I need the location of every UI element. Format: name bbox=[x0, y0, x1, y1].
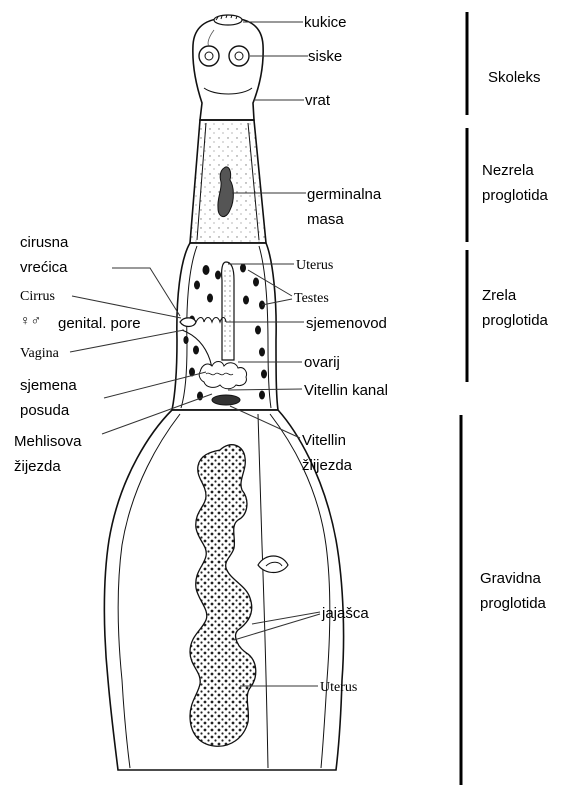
region-mature-2: proglotida bbox=[482, 312, 549, 329]
label-eggs: jajašca bbox=[321, 605, 369, 622]
label-cirrus: Cirrus bbox=[20, 289, 55, 304]
region-gravid-1: Gravidna bbox=[480, 570, 542, 587]
region-immature-1: Nezrela bbox=[482, 162, 534, 179]
label-genital-pore: genital. pore bbox=[58, 315, 141, 332]
region-bars bbox=[461, 12, 467, 785]
label-genital-symbols: ♀♂ bbox=[20, 314, 41, 329]
label-neck: vrat bbox=[305, 92, 331, 109]
label-suckers: siske bbox=[308, 48, 342, 65]
label-mehlis-gland-1: Mehlisova bbox=[14, 433, 82, 450]
region-labels: Skoleks Nezrela proglotida Zrela proglot… bbox=[480, 69, 549, 612]
label-vitelline-duct: Vitellin kanal bbox=[304, 382, 388, 399]
region-gravid-2: proglotida bbox=[480, 595, 547, 612]
label-uterus-upper: Uterus bbox=[296, 258, 333, 273]
region-immature-2: proglotida bbox=[482, 187, 549, 204]
uterus-tube bbox=[222, 262, 234, 360]
label-uterus-lower: Uterus bbox=[320, 680, 357, 695]
label-germinal-mass-2: masa bbox=[307, 211, 344, 228]
label-cirrus-sac-2: vrećica bbox=[20, 259, 68, 276]
label-mehlis-gland-2: žijezda bbox=[14, 458, 61, 475]
immature-proglottid bbox=[190, 120, 266, 243]
region-mature-1: Zrela bbox=[482, 287, 517, 304]
label-germinal-mass-1: germinalna bbox=[307, 186, 382, 203]
label-vitelline-gland-1: Vitellin bbox=[302, 432, 346, 449]
label-ovary: ovarij bbox=[304, 354, 340, 371]
label-hooks: kukice bbox=[304, 14, 347, 31]
label-cirrus-sac-1: cirusna bbox=[20, 234, 69, 251]
label-seminal-receptacle-1: sjemena bbox=[20, 377, 77, 394]
region-scolex: Skoleks bbox=[488, 69, 541, 86]
mature-proglottid bbox=[172, 243, 278, 410]
label-vagina: Vagina bbox=[20, 346, 60, 361]
hooks-crown bbox=[214, 15, 242, 25]
label-seminal-receptacle-2: posuda bbox=[20, 402, 70, 419]
label-vas-deferens: sjemenovod bbox=[306, 315, 387, 332]
vitelline-gland bbox=[212, 395, 240, 405]
label-testes: Testes bbox=[294, 291, 329, 306]
cirrus-sac bbox=[180, 318, 196, 327]
label-vitelline-gland-2: žlijezda bbox=[302, 457, 353, 474]
scolex bbox=[193, 15, 263, 120]
